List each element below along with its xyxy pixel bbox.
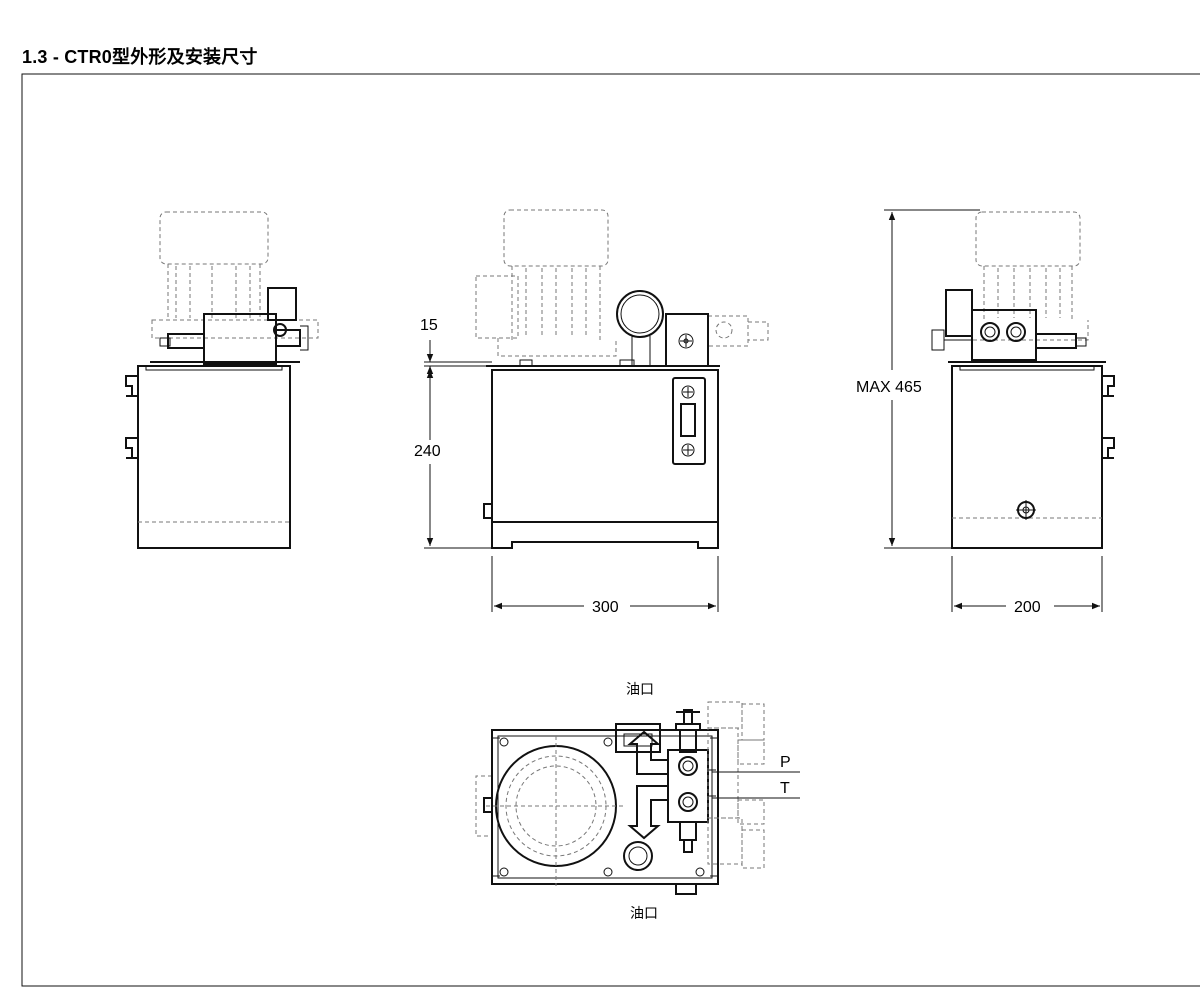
front-dimensions: 15 240 300 [414, 317, 719, 616]
port-t-label: T [780, 780, 790, 797]
port-p-label: P [780, 754, 791, 771]
top-tank [491, 729, 719, 885]
dim-side-max-height: MAX 465 [856, 379, 922, 396]
right-side-view [931, 211, 1115, 549]
left-motor-hidden [151, 211, 319, 339]
top-view: P T 油口 油口 [475, 682, 800, 922]
top-valve-hidden [707, 701, 765, 869]
oil-port-bottom-label: 油口 [630, 906, 658, 922]
dim-side-width: 200 [1014, 599, 1041, 616]
front-motor-hidden [475, 209, 769, 357]
oil-port-top-label: 油口 [626, 682, 654, 698]
dim-front-width: 300 [592, 599, 619, 616]
left-tank [137, 365, 291, 549]
right-dimensions: MAX 465 200 [856, 209, 1103, 616]
front-tank [491, 369, 719, 523]
dim-front-top-gap: 15 [420, 317, 438, 334]
drawing-frame [21, 73, 1200, 987]
front-view [475, 209, 769, 549]
section-title: 1.3 - CTR0型外形及安装尺寸 [22, 47, 258, 67]
level-gauge [672, 377, 706, 465]
right-tank [951, 365, 1103, 549]
left-side-view [125, 211, 319, 549]
right-motor-hidden [971, 211, 1089, 341]
dim-front-height: 240 [414, 443, 441, 460]
